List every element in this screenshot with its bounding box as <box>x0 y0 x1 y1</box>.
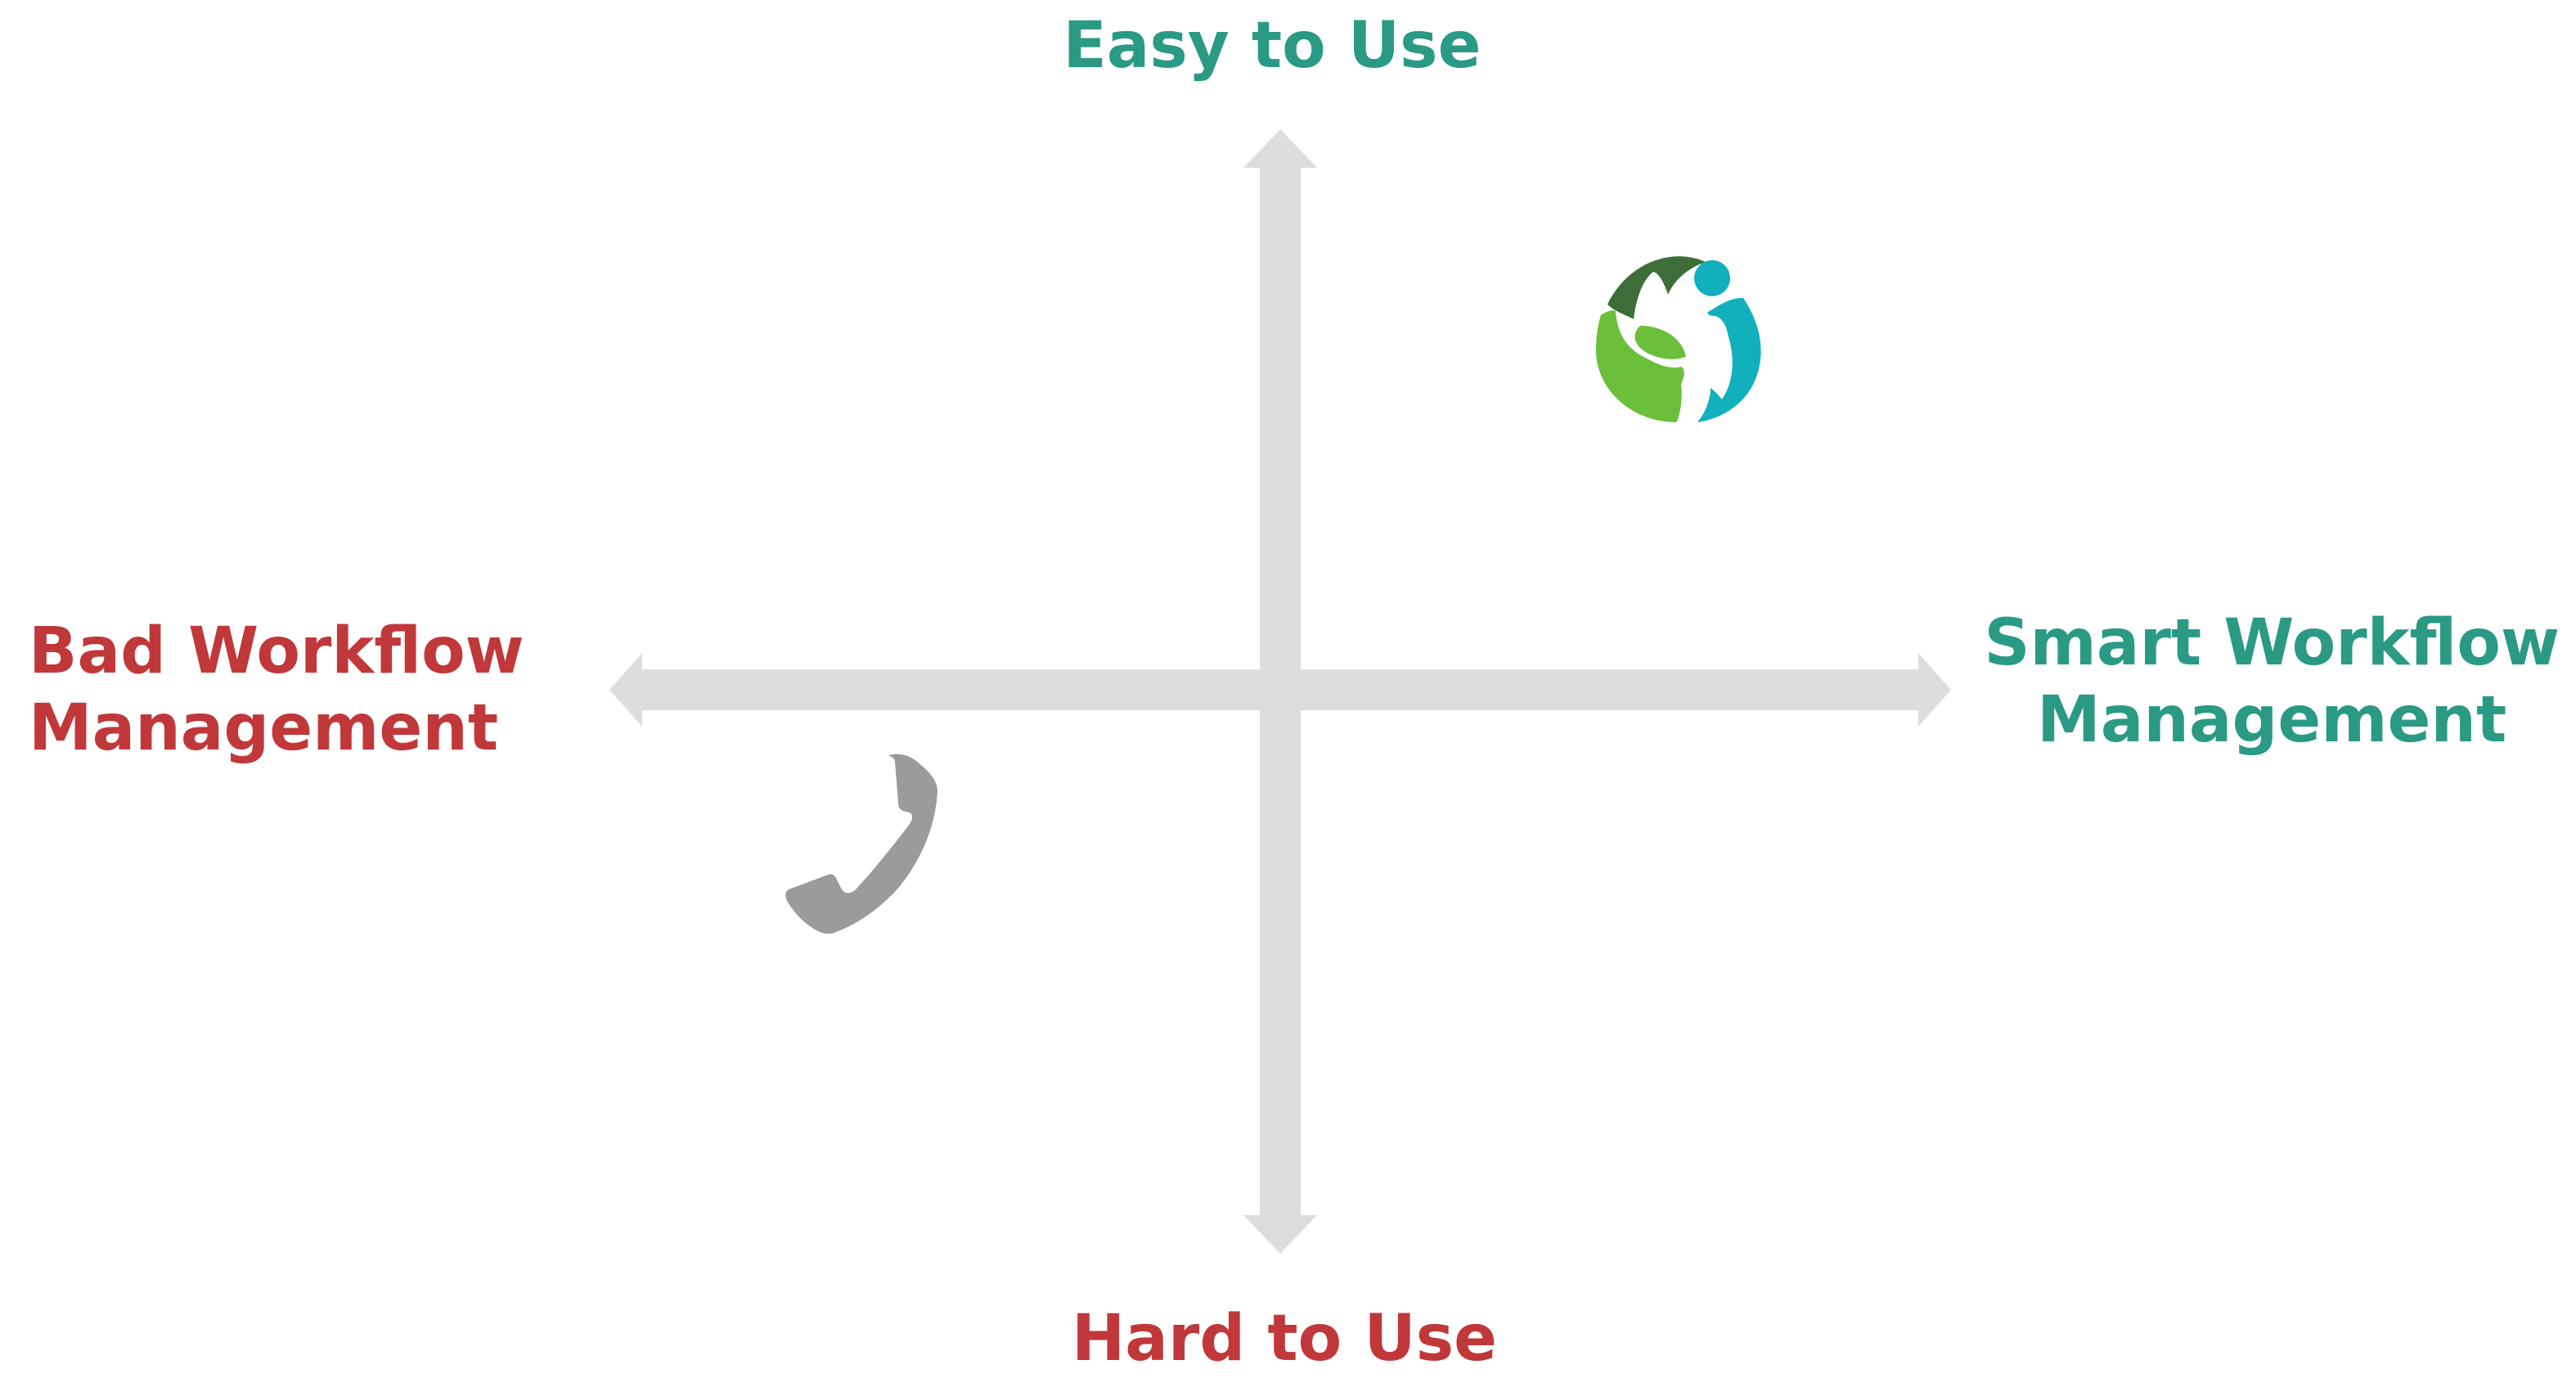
logo-teal-segment <box>1697 298 1761 422</box>
arrow-down-icon <box>1243 1215 1317 1254</box>
axis-label-right-line-1: Smart Workflow <box>1984 606 2560 680</box>
logo-teal-dot <box>1694 260 1730 296</box>
axis-label-left: Bad Workflow Management <box>29 614 524 767</box>
axis-label-top: Easy to Use <box>1063 9 1481 83</box>
arrow-left-icon <box>609 653 642 727</box>
logo-dark-green-segment <box>1607 256 1706 319</box>
brand-logo-icon <box>1596 256 1761 422</box>
logo-light-green-segment <box>1596 310 1686 422</box>
axis-label-right-line-2: Management <box>2037 682 2507 757</box>
axis-label-left-line-1: Bad Workflow <box>29 615 524 688</box>
arrow-up-icon <box>1243 129 1317 168</box>
axis-label-right: Smart Workflow Management <box>1984 606 2560 759</box>
axis-label-left-line-2: Management <box>29 691 499 765</box>
arrow-right-icon <box>1918 653 1951 727</box>
horizontal-axis <box>609 653 1951 727</box>
phone-icon <box>785 754 937 934</box>
axis-label-bottom: Hard to Use <box>1071 1302 1498 1376</box>
